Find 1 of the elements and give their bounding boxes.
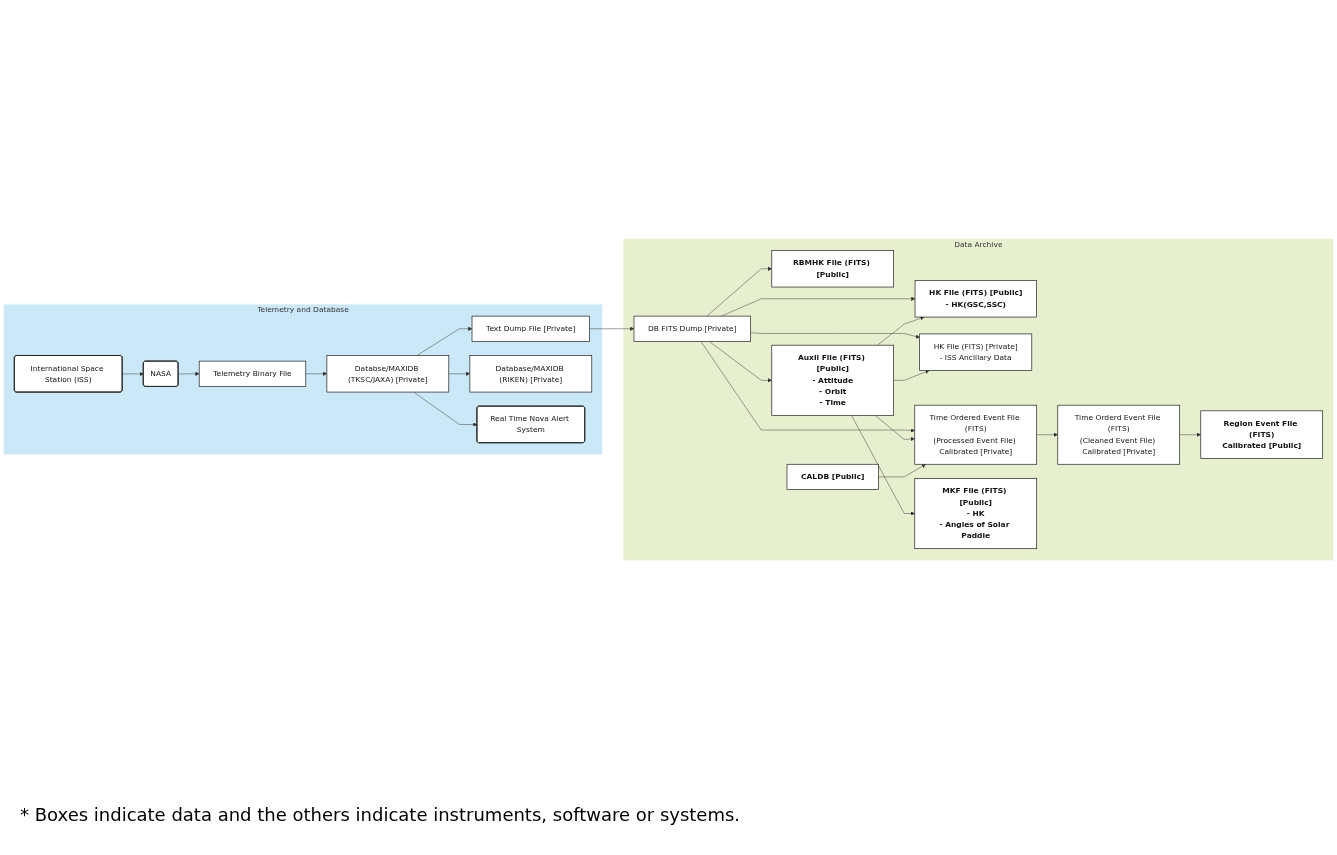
caption: * Boxes indicate data and the others indicate instruments, software or systems. <box>19 803 742 827</box>
